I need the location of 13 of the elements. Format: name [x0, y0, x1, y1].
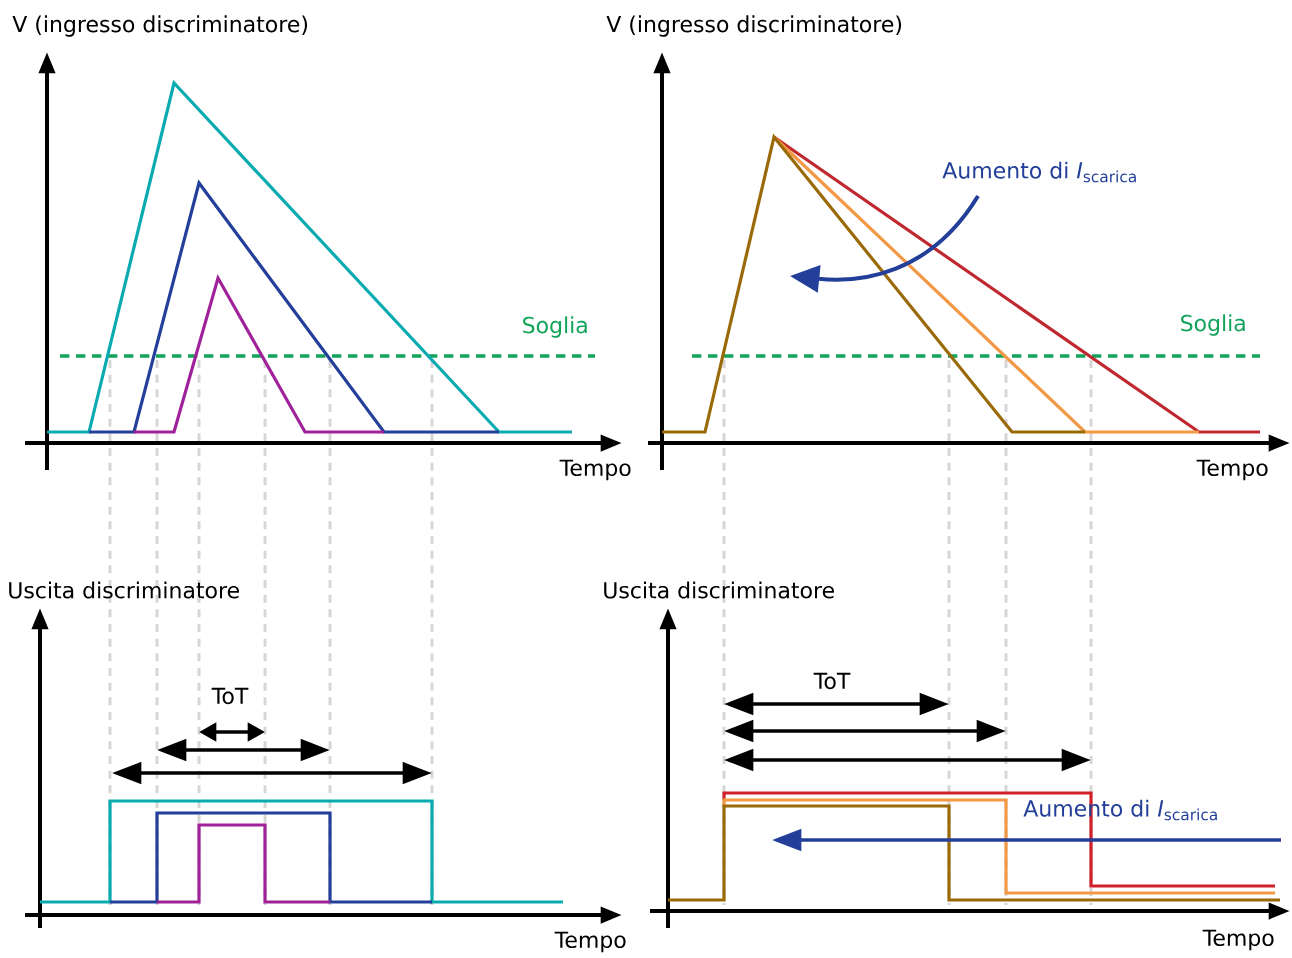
axis-label: Uscita discriminatore — [9, 581, 239, 599]
annotation-text: Aumento di I$_{scarica}$ — [942, 161, 1136, 183]
dimension-label: ToT — [813, 672, 851, 690]
axis-label: Tempo — [1202, 929, 1274, 951]
axis-label: V (ingresso discriminatore) — [606, 15, 902, 37]
axis-label: Tempo — [559, 459, 631, 481]
threshold-label: Soglia — [1181, 314, 1245, 336]
axis-label: V (ingresso discriminatore) — [12, 15, 308, 37]
axis-label: Uscita discriminatore — [604, 581, 834, 599]
axis-label: Tempo — [1196, 459, 1268, 481]
threshold-label: Soglia — [523, 316, 587, 338]
dimension-label: ToT — [211, 687, 249, 705]
axis-label: Tempo — [554, 931, 626, 953]
